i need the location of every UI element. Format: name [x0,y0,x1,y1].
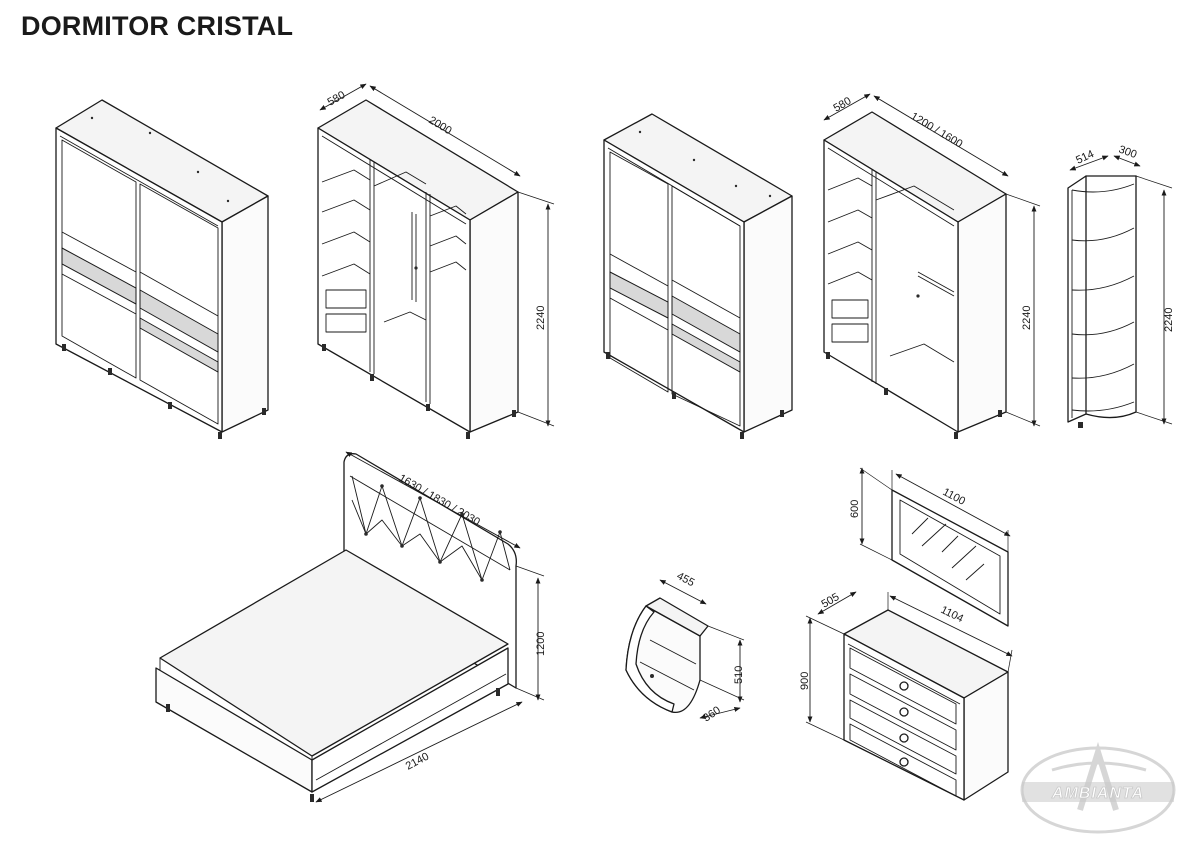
nightstand-depth-label: 360 [701,704,723,724]
nightstand-height-label: 510 [733,666,745,684]
bed-length-label: 2140 [404,751,431,773]
wardrobe-large-closed [55,99,269,439]
corner-shelf-height-label: 2240 [1163,308,1175,332]
nightstand-width-label: 455 [675,570,697,589]
wardrobe-large-open [317,83,555,439]
wardrobe-large-depth-label: 580 [326,89,348,109]
bed-height-label: 1200 [535,632,547,656]
wardrobe-small-depth-label: 580 [832,95,854,115]
wardrobe-small-open [823,93,1041,439]
corner-shelf-width-label: 300 [1117,144,1138,162]
nightstand [625,579,745,720]
mirror-width-label: 1100 [941,486,968,508]
dresser [805,591,1013,801]
dresser-height-label: 900 [799,672,811,690]
dresser-depth-label: 505 [820,591,842,611]
wardrobe-small-height-label: 2240 [1021,306,1033,330]
page-title: DORMITOR CRISTAL [21,11,294,41]
corner-shelf [1067,155,1173,428]
wardrobe-large-height-label: 2240 [535,306,547,330]
bed [155,451,545,803]
corner-shelf-depth-label: 514 [1074,148,1096,167]
mirror-height-label: 600 [849,500,861,518]
wardrobe-small-closed [603,113,793,439]
mirror [859,467,1011,627]
logo-text: AMBIANTA [1051,785,1144,802]
ambianta-logo: AMBIANTA [1020,741,1176,834]
